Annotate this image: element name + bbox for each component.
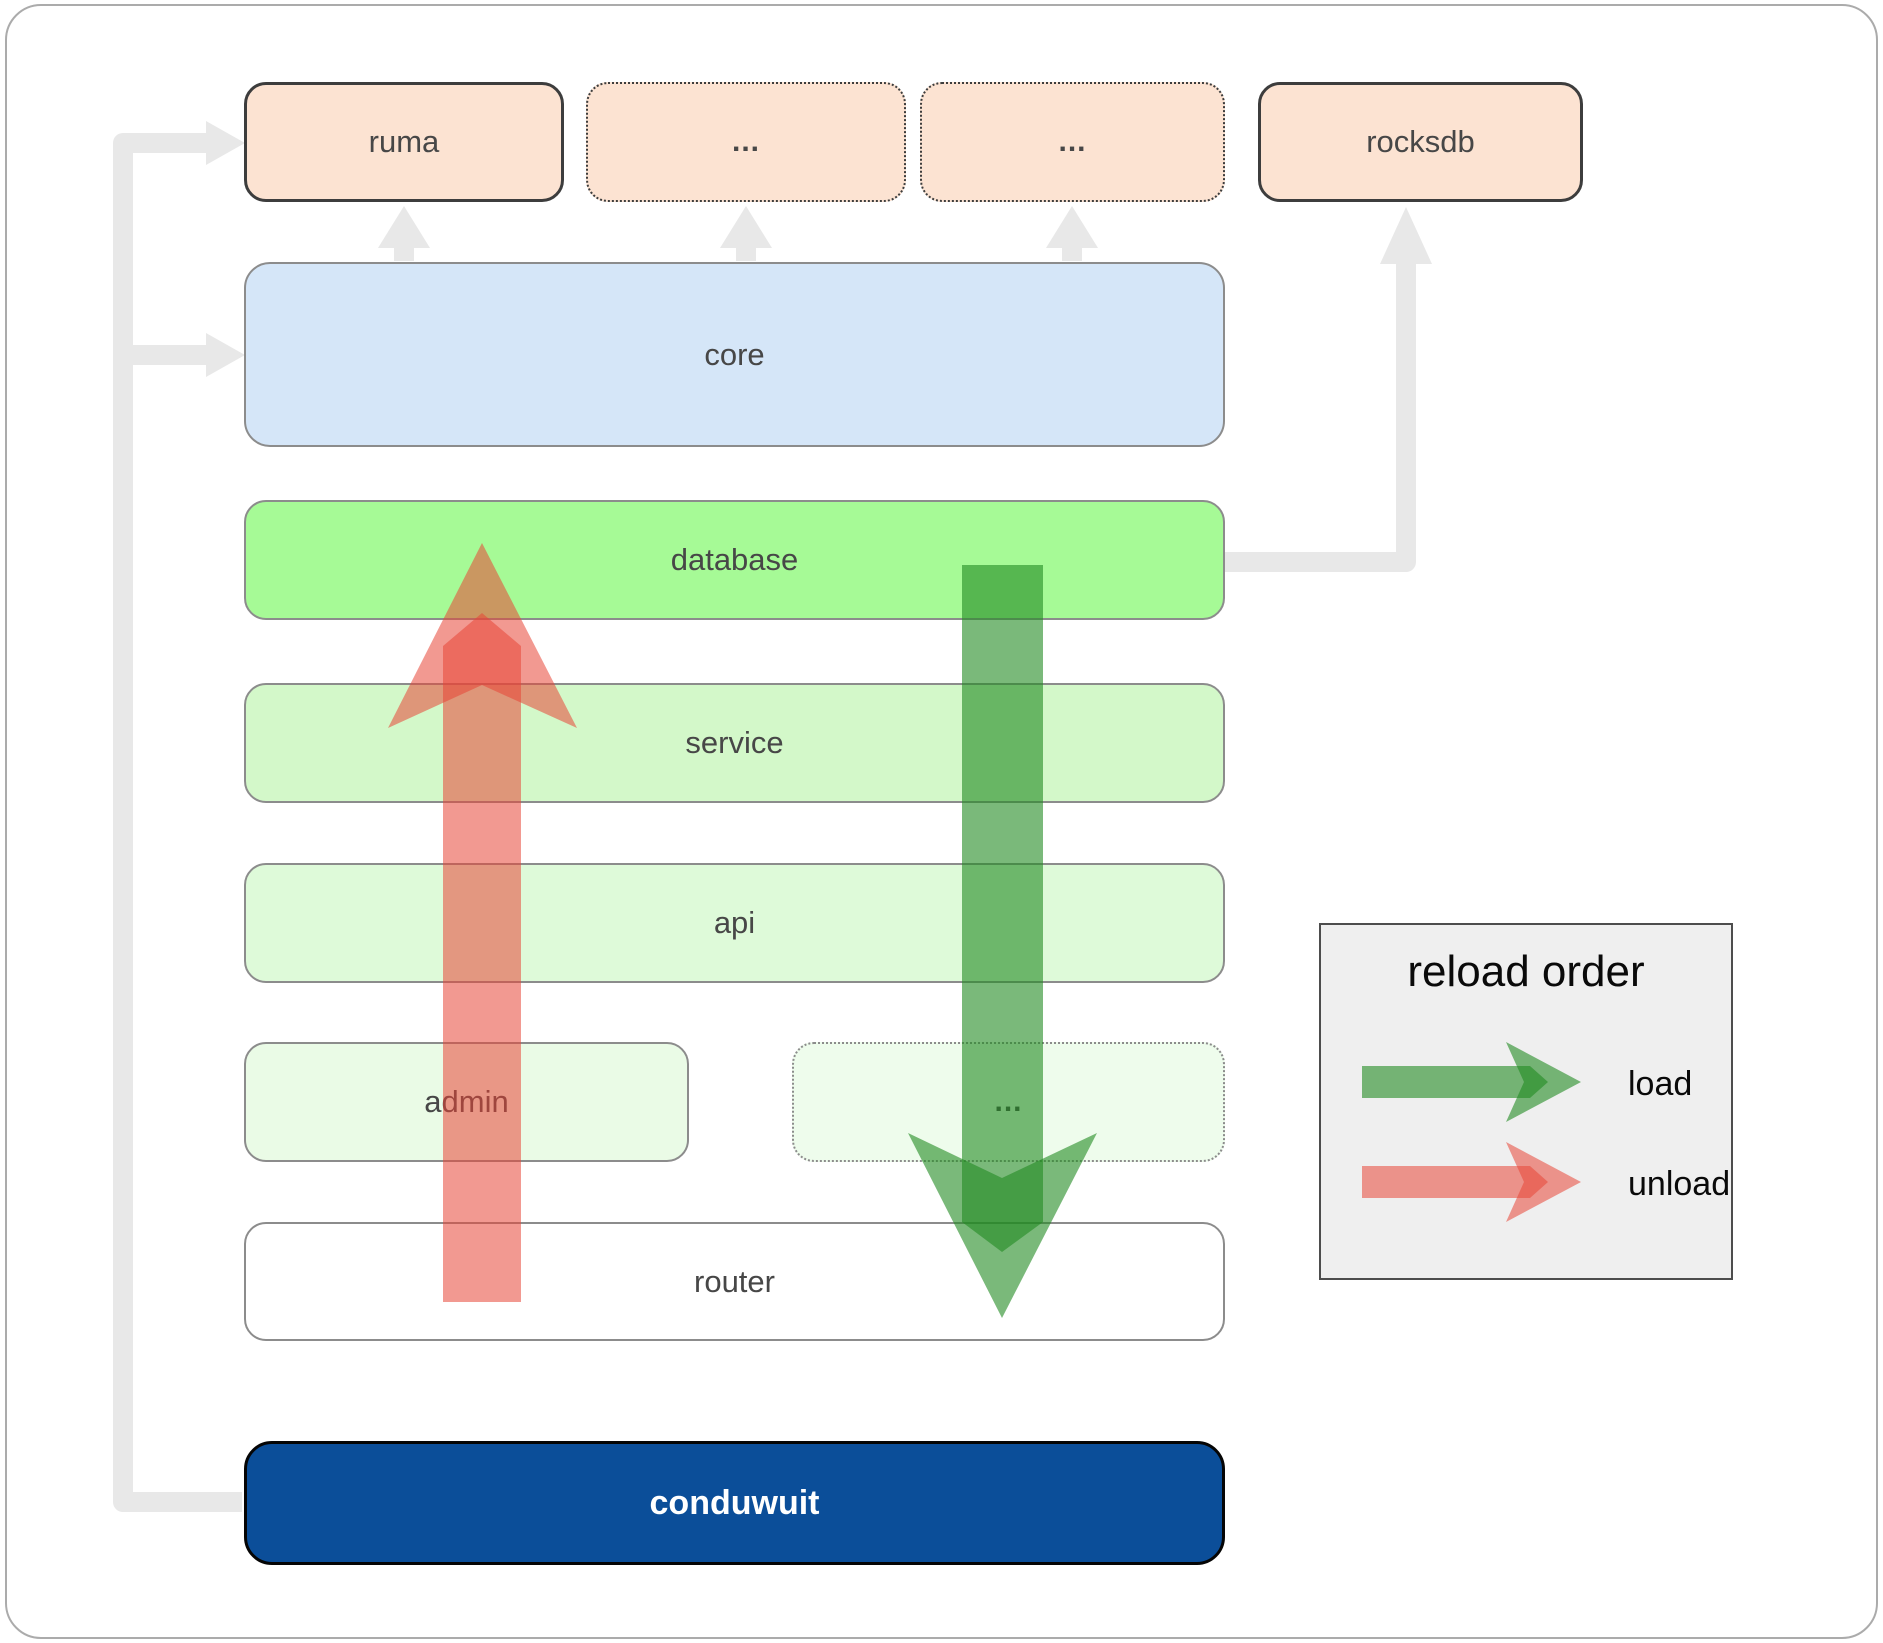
unload-arrow-icon (388, 543, 577, 1302)
box-conduwuit: conduwuit (244, 1441, 1225, 1565)
unload-arrow-shaft (443, 613, 521, 1302)
ruma-arrowhead-icon (206, 121, 245, 165)
box-router-label: router (694, 1263, 775, 1299)
unload-arrow-head (388, 543, 577, 728)
legend-unload-arrow-icon (1362, 1142, 1581, 1222)
legend-unload-label: unload (1628, 1165, 1731, 1203)
core-to-dots1-arrowhead-icon (720, 206, 772, 248)
database-to-rocksdb-connector (1225, 262, 1416, 572)
core-to-dots2-arrowhead-icon (1046, 206, 1098, 248)
load-arrow-shaft (962, 565, 1043, 1252)
load-arrow-icon (908, 565, 1097, 1318)
box-rocksdb-label: rocksdb (1366, 124, 1475, 159)
legend-load-label: load (1628, 1065, 1693, 1103)
box-ruma: ruma (244, 82, 564, 202)
box-database-label: database (670, 542, 799, 577)
box-conduwuit-label: conduwuit (649, 1483, 820, 1522)
core-arrowhead-icon (206, 333, 245, 377)
box-core-label: core (704, 336, 765, 372)
legend-load-arrow-head (1506, 1042, 1581, 1122)
load-arrow-head (908, 1133, 1097, 1318)
box-api-label: api (713, 905, 756, 940)
core-to-ruma-arrowhead-icon (378, 206, 430, 248)
box-ellipsis-2: ... (920, 82, 1225, 202)
box-router: router (244, 1222, 1225, 1341)
legend-load-arrow-icon (1362, 1042, 1581, 1122)
box-ruma-label: ruma (368, 124, 440, 159)
box-api: api (244, 863, 1225, 983)
box-database: database (244, 500, 1225, 620)
box-ellipsis-1: ... (586, 82, 906, 202)
legend-title: reload order (1407, 947, 1645, 996)
legend-unload-arrow-shaft (1362, 1166, 1548, 1198)
legend-load-arrow-shaft (1362, 1066, 1548, 1098)
conduwuit-to-ruma-connector (113, 133, 242, 1512)
box-ellipsis-1-label: ... (731, 125, 760, 158)
box-service-label: service (685, 725, 784, 760)
box-ellipsis-2-label: ... (1058, 125, 1087, 158)
box-core: core (244, 262, 1225, 447)
legend-unload-arrow-head (1506, 1142, 1581, 1222)
rocksdb-arrowhead-icon (1380, 207, 1432, 264)
box-rocksdb: rocksdb (1258, 82, 1583, 202)
